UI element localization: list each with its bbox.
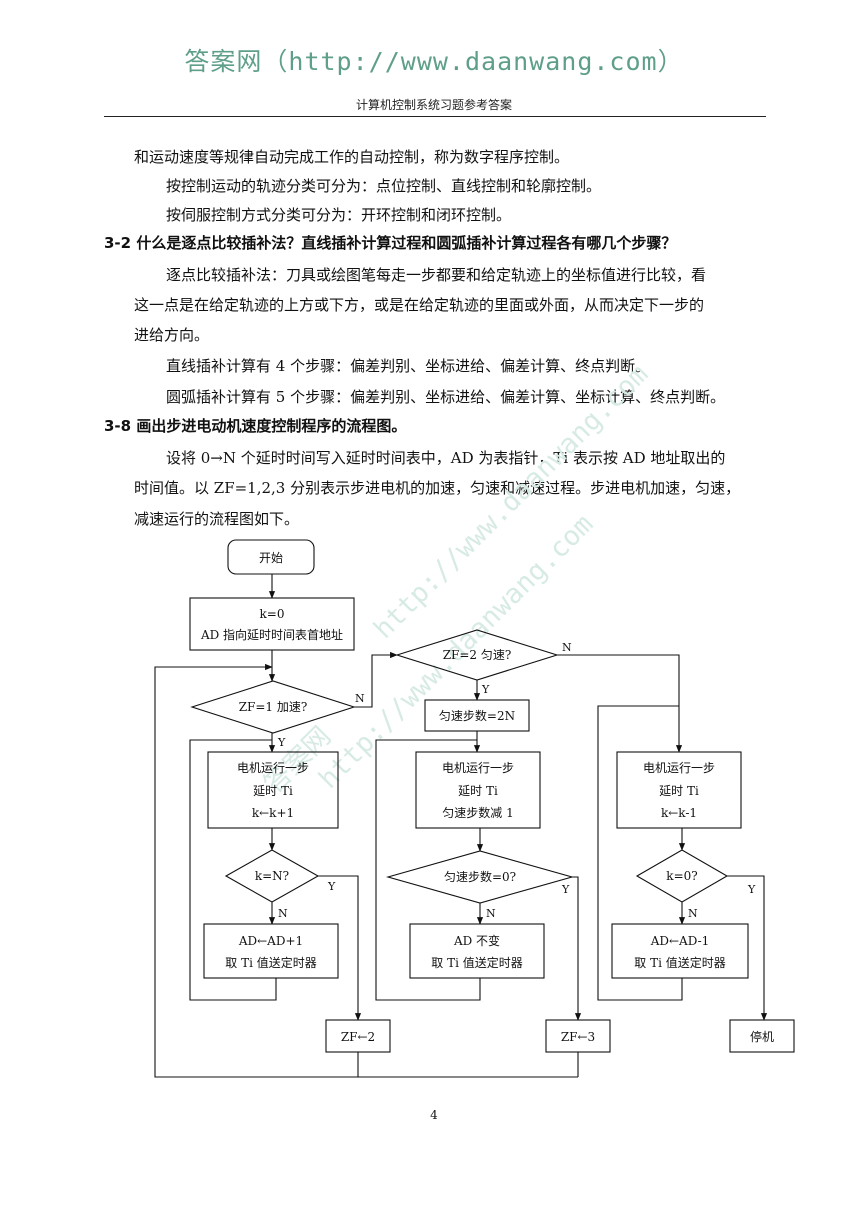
run1-label-3: k←k+1 <box>252 806 294 820</box>
question-3-8: 3-8 画出步进电动机速度控制程序的流程图。 <box>104 417 407 435</box>
header-rule <box>104 116 766 117</box>
paragraph-3: 按伺服控制方式分类可分为：开环控制和闭环控制。 <box>166 206 512 224</box>
zf2-decision-label: ZF=2 匀速? <box>443 648 512 662</box>
init-box <box>189 597 355 651</box>
run3-label-1: 电机运行一步 <box>643 761 715 775</box>
init-label-1: k=0 <box>260 607 285 621</box>
paragraph-2: 按控制运动的轨迹分类可分为：点位控制、直线控制和轮廓控制。 <box>166 177 602 195</box>
branch-y-k0: Y <box>747 883 756 896</box>
branch-n-steps0: N <box>486 907 496 920</box>
branch-y-steps0: Y <box>561 883 570 896</box>
paragraph-6: 圆弧插补计算有 5 个步骤：偏差判别、坐标进给、偏差计算、坐标计算、终点判断。 <box>166 388 726 406</box>
run1-label-1: 电机运行一步 <box>237 761 309 775</box>
const-steps-label: 匀速步数=2N <box>439 708 515 723</box>
page-number: 4 <box>430 1108 438 1122</box>
zf3-label: ZF←3 <box>561 1030 595 1044</box>
paragraph-7-line-3: 减速运行的流程图如下。 <box>134 510 300 528</box>
branch-y-zf2: Y <box>481 683 490 696</box>
branch-y-kn: Y <box>327 880 336 893</box>
paragraph-4-line-2: 这一点是在给定轨迹的上方或下方，或是在给定轨迹的里面或外面，从而决定下一步的 <box>134 296 705 314</box>
branch-n-k0: N <box>688 907 698 920</box>
branch-n-zf2: N <box>562 641 572 654</box>
upd3-label-1: AD←AD-1 <box>650 934 710 948</box>
paragraph-1: 和运动速度等规律自动完成工作的自动控制，称为数字程序控制。 <box>134 148 570 166</box>
upd2-label-2: 取 Ti 值送定时器 <box>431 955 522 970</box>
branch-y-zf1: Y <box>277 736 286 749</box>
run3-label-2: 延时 Ti <box>659 784 699 798</box>
zf2-label: ZF←2 <box>341 1030 375 1044</box>
kn-label: k=N? <box>255 869 289 883</box>
site-title: 答案网（http://www.daanwang.com） <box>184 47 684 76</box>
run3-label-3: k←k-1 <box>661 806 697 820</box>
stop-label: 停机 <box>750 1029 774 1044</box>
paragraph-4-line-1: 逐点比较插补法：刀具或绘图笔每走一步都要和给定轨迹上的坐标值进行比较，看 <box>166 266 707 284</box>
upd1-label-1: AD←AD+1 <box>238 934 303 948</box>
paragraph-7-line-1: 设将 0→N 个延时时间写入延时时间表中，AD 为表指针，Ti 表示按 AD 地… <box>166 449 726 467</box>
steps0-label: 匀速步数=0? <box>444 869 516 884</box>
run2-label-3: 匀速步数减 1 <box>442 805 513 820</box>
init-label-2: AD 指向延时时间表首地址 <box>200 627 343 642</box>
k0-label: k=0? <box>666 869 697 883</box>
zf1-label: ZF=1 加速? <box>239 700 308 714</box>
run2-label-1: 电机运行一步 <box>442 761 514 775</box>
upd3-label-2: 取 Ti 值送定时器 <box>634 955 725 970</box>
upd2-label-1: AD 不变 <box>453 933 500 948</box>
start-terminator <box>227 539 315 575</box>
paragraph-4-line-3: 进给方向。 <box>134 326 210 344</box>
watermark: http://www.daanwang.com http://www.daanw… <box>258 359 654 800</box>
upd1-label-2: 取 Ti 值送定时器 <box>225 955 316 970</box>
start-label: 开始 <box>259 551 283 565</box>
branch-n-zf1: N <box>355 692 365 705</box>
run1-label-2: 延时 Ti <box>253 784 293 798</box>
run2-label-2: 延时 Ti <box>458 784 498 798</box>
question-3-2: 3-2 什么是逐点比较插补法？直线插补计算过程和圆弧插补计算过程各有哪几个步骤？ <box>104 234 677 252</box>
paragraph-7-line-2: 时间值。以 ZF=1,2,3 分别表示步进电机的加速，匀速和减速过程。步进电机加… <box>134 479 741 497</box>
branch-n-kn: N <box>278 907 288 920</box>
paragraph-5: 直线插补计算有 4 个步骤：偏差判别、坐标进给、偏差计算、终点判断。 <box>166 357 651 375</box>
running-head: 计算机控制系统习题参考答案 <box>355 98 512 112</box>
